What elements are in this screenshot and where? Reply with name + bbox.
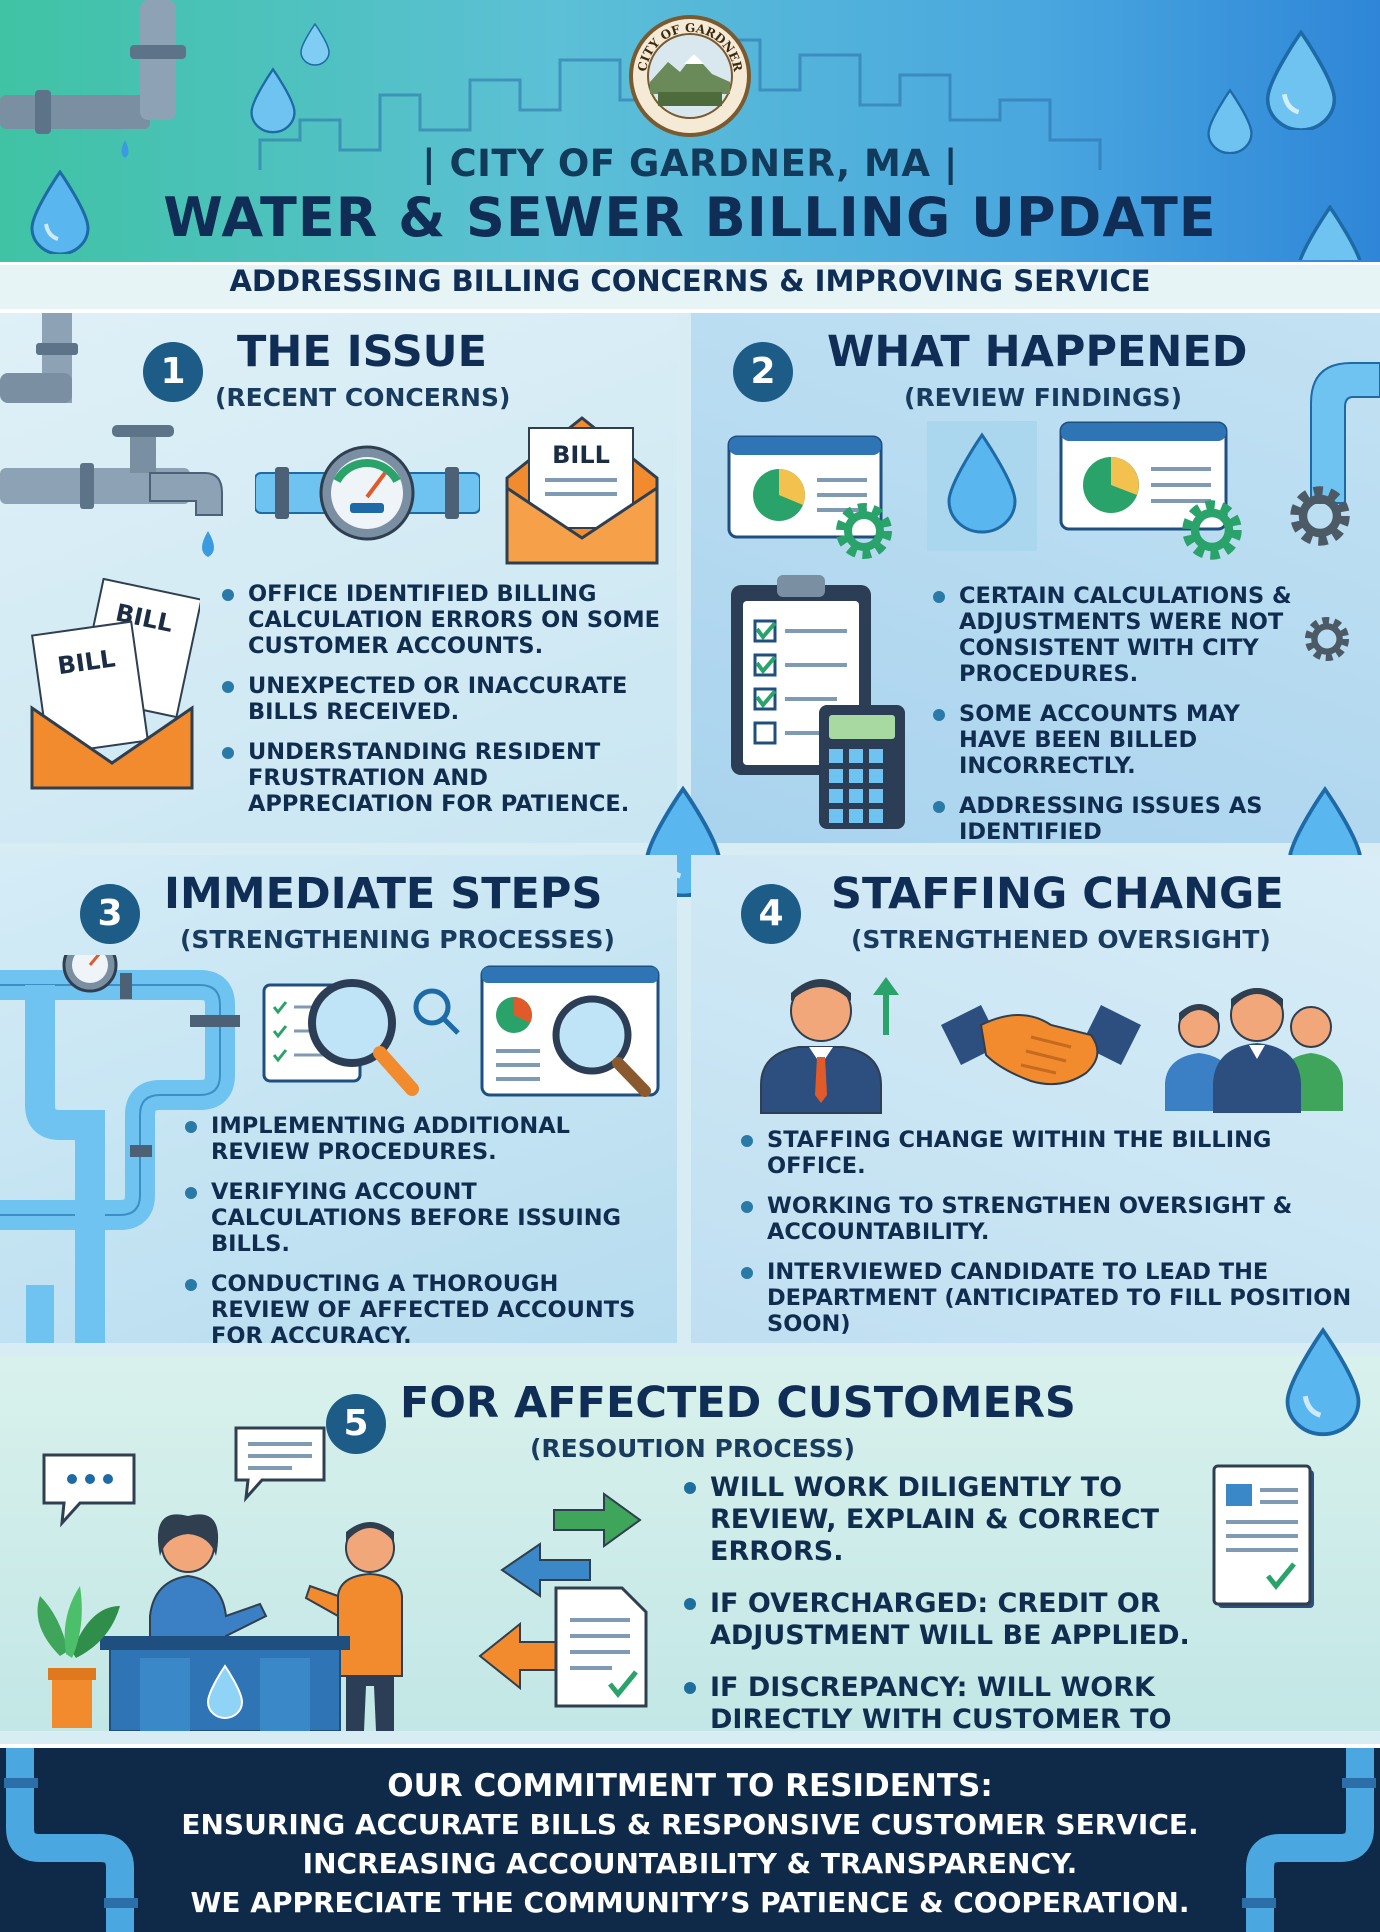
section-title: STAFFING CHANGE — [831, 869, 1284, 919]
list-item: WORKING TO STRENGTHEN OVERSIGHT & ACCOUN… — [739, 1193, 1359, 1245]
subtitle-band — [0, 262, 1380, 313]
section-affected-customers: 5 FOR AFFECTED CUSTOMERS (RESOUTION PROC… — [0, 1356, 1380, 1731]
footer-line: ENSURING ACCURATE BILLS & RESPONSIVE CUS… — [181, 1808, 1199, 1841]
bullet-list: WILL WORK DILIGENTLY TO REVIEW, EXPLAIN … — [682, 1472, 1222, 1731]
bullet-list: CERTAIN CALCULATIONS & ADJUSTMENTS WERE … — [931, 583, 1311, 843]
water-drop-icon — [1207, 88, 1253, 154]
page-subtitle: ADDRESSING BILLING CONCERNS & IMPROVING … — [229, 264, 1151, 298]
list-item: VERIFYING ACCOUNT CALCULATIONS BEFORE IS… — [183, 1179, 663, 1257]
handshake-icon — [941, 1005, 1141, 1086]
section-number-badge: 4 — [741, 884, 801, 944]
pipe-icon — [1310, 362, 1380, 504]
city-seal-logo: CITY OF GARDNER — [629, 15, 751, 137]
water-drop-icon — [300, 22, 330, 66]
section-subtitle: (RECENT CONCERNS) — [215, 383, 511, 412]
city-name: | CITY OF GARDNER, MA | — [422, 142, 958, 185]
dashboard-chart-icon — [727, 435, 883, 539]
list-item: CONDUCTING A THOROUGH REVIEW OF AFFECTED… — [183, 1271, 663, 1343]
footer-line: INCREASING ACCOUNTABILITY & TRANSPARENCY… — [302, 1847, 1078, 1880]
list-item: STAFFING CHANGE WITHIN THE BILLING OFFIC… — [739, 1127, 1359, 1179]
envelope-bill-icon: BILL BILL — [30, 578, 200, 790]
list-item: WILL WORK DILIGENTLY TO REVIEW, EXPLAIN … — [682, 1472, 1222, 1568]
water-drop-icon — [30, 170, 90, 254]
water-drop-icon — [1285, 1327, 1361, 1437]
magnifier-icon — [262, 979, 460, 1096]
section-immediate-steps: 3 IMMEDIATE STEPS (STRENGTHENING PROCESS… — [0, 855, 677, 1343]
footer-line: WE APPRECIATE THE COMMUNITY’S PATIENCE &… — [190, 1886, 1190, 1919]
section-title: IMMEDIATE STEPS — [164, 869, 603, 919]
section-number-badge: 1 — [143, 342, 203, 402]
list-item: IMPLEMENTING ADDITIONAL REVIEW PROCEDURE… — [183, 1113, 663, 1165]
section-subtitle: (RESOUTION PROCESS) — [530, 1434, 856, 1463]
list-item: IF OVERCHARGED: CREDIT OR ADJUSTMENT WIL… — [682, 1588, 1222, 1652]
water-drop-icon — [1265, 30, 1337, 130]
gear-icon — [1304, 616, 1350, 662]
section-staffing-change: 4 STAFFING CHANGE (STRENGTHENED OVERSIGH… — [691, 855, 1380, 1343]
section-subtitle: (STRENGTHENING PROCESSES) — [180, 925, 615, 954]
section-title: FOR AFFECTED CUSTOMERS — [400, 1378, 1076, 1428]
chat-bubble-icon — [42, 1453, 136, 1528]
manager-icon — [760, 977, 899, 1114]
section-title: WHAT HAPPENED — [827, 327, 1248, 377]
list-item: SOME ACCOUNTS MAY HAVE BEEN BILLED INCOR… — [931, 701, 1311, 779]
envelope-bill-icon: BILL — [505, 416, 659, 565]
section-number-badge: 3 — [80, 884, 140, 944]
gear-icon — [1290, 486, 1350, 546]
list-item: IF DISCREPANCY: WILL WORK DIRECTLY WITH … — [682, 1672, 1222, 1731]
section-number-badge: 5 — [326, 1394, 386, 1454]
pipe-icon — [4, 1748, 138, 1932]
skyline-pipes-decoration — [0, 0, 1102, 170]
dashboard-chart-icon — [1059, 421, 1228, 531]
section-subtitle: (STRENGTHENED OVERSIGHT) — [851, 925, 1271, 954]
list-item: CERTAIN CALCULATIONS & ADJUSTMENTS WERE … — [931, 583, 1311, 687]
list-item: OFFICE IDENTIFIED BILLING CALCULATION ER… — [220, 581, 660, 659]
gear-icon — [836, 503, 892, 559]
section-subtitle: (REVIEW FINDINGS) — [904, 383, 1182, 412]
dashboard-chart-icon — [480, 965, 660, 1097]
arrow-icon — [500, 1492, 642, 1598]
list-item: UNDERSTANDING RESIDENT FRUSTRATION AND A… — [220, 739, 660, 817]
pipe-icon — [0, 313, 78, 403]
document-check-icon — [1212, 1464, 1314, 1608]
pipe-icon — [1242, 1748, 1376, 1932]
bullet-list: IMPLEMENTING ADDITIONAL REVIEW PROCEDURE… — [183, 1113, 663, 1343]
bullet-list: STAFFING CHANGE WITHIN THE BILLING OFFIC… — [739, 1127, 1359, 1343]
faucet-icon — [0, 425, 223, 557]
team-icon — [1165, 988, 1343, 1113]
section-what-happened: 2 WHAT HAPPENED (REVIEW FINDINGS) — [691, 313, 1380, 843]
chat-bubble-icon — [234, 1426, 326, 1503]
customer-service-counter — [37, 1514, 403, 1731]
page-title: WATER & SEWER BILLING UPDATE — [163, 186, 1217, 249]
bullet-list: OFFICE IDENTIFIED BILLING CALCULATION ER… — [220, 581, 660, 831]
pipe-icon — [0, 955, 240, 1343]
document-check-icon — [554, 1586, 648, 1708]
pipe-icon — [0, 0, 186, 158]
gear-icon — [1182, 500, 1242, 560]
water-meter-icon — [255, 445, 480, 541]
footer-banner — [0, 1744, 1380, 1932]
water-drop-icon — [1298, 205, 1362, 260]
section-number-badge: 2 — [733, 342, 793, 402]
calculator-icon — [819, 705, 905, 829]
water-drop-icon — [250, 67, 296, 134]
header-banner: CITY OF GARDNER — [0, 0, 1380, 262]
water-drop-icon — [927, 421, 1037, 551]
section-title: THE ISSUE — [237, 327, 487, 377]
section-the-issue: 1 THE ISSUE (RECENT CONCERNS) — [0, 313, 677, 843]
list-item: UNEXPECTED OR INACCURATE BILLS RECEIVED. — [220, 673, 660, 725]
list-item: ADDRESSING ISSUES AS IDENTIFIED — [931, 793, 1311, 843]
bill-label: BILL — [552, 441, 610, 469]
list-item: INTERVIEWED CANDIDATE TO LEAD THE DEPART… — [739, 1259, 1359, 1337]
footer-heading: OUR COMMITMENT TO RESIDENTS: — [387, 1768, 993, 1804]
